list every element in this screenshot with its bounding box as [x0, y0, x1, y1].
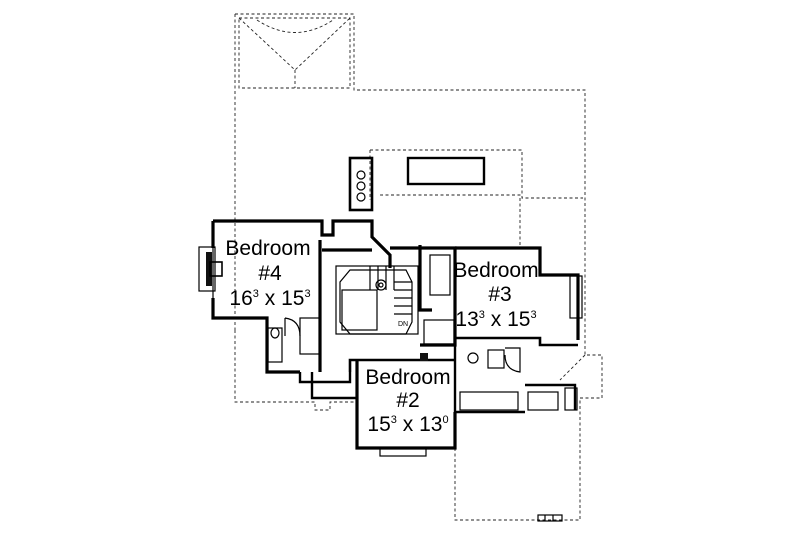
room-name: Bedroom — [365, 366, 450, 389]
room-label-bedroom-2: Bedroom #2 153 x 130 — [365, 366, 450, 436]
room-label-bedroom-3: Bedroom #3 133 x 153 — [453, 259, 538, 331]
bath-3 — [453, 345, 578, 414]
room-number: #2 — [396, 389, 419, 412]
room-label-bedroom-4: Bedroom #4 163 x 153 — [225, 237, 310, 310]
chimney — [348, 156, 374, 212]
stair-down-label: DN — [398, 321, 408, 328]
room-dimensions: 163 x 153 — [229, 287, 310, 310]
room-number: #4 — [258, 262, 282, 285]
exterior-steps — [537, 514, 563, 522]
room-dimensions: 133 x 153 — [455, 308, 536, 331]
bath-4 — [267, 317, 352, 384]
bedroom-3-walls — [455, 246, 583, 347]
lower-floor-outline — [234, 13, 603, 521]
bedroom-2-walls — [310, 353, 457, 457]
stair-hall: DN — [335, 245, 457, 347]
room-name: Bedroom — [225, 237, 310, 260]
room-name: Bedroom — [453, 259, 538, 282]
room-dimensions: 153 x 130 — [367, 413, 448, 436]
room-number: #3 — [488, 283, 511, 306]
roof-vent — [406, 156, 486, 186]
